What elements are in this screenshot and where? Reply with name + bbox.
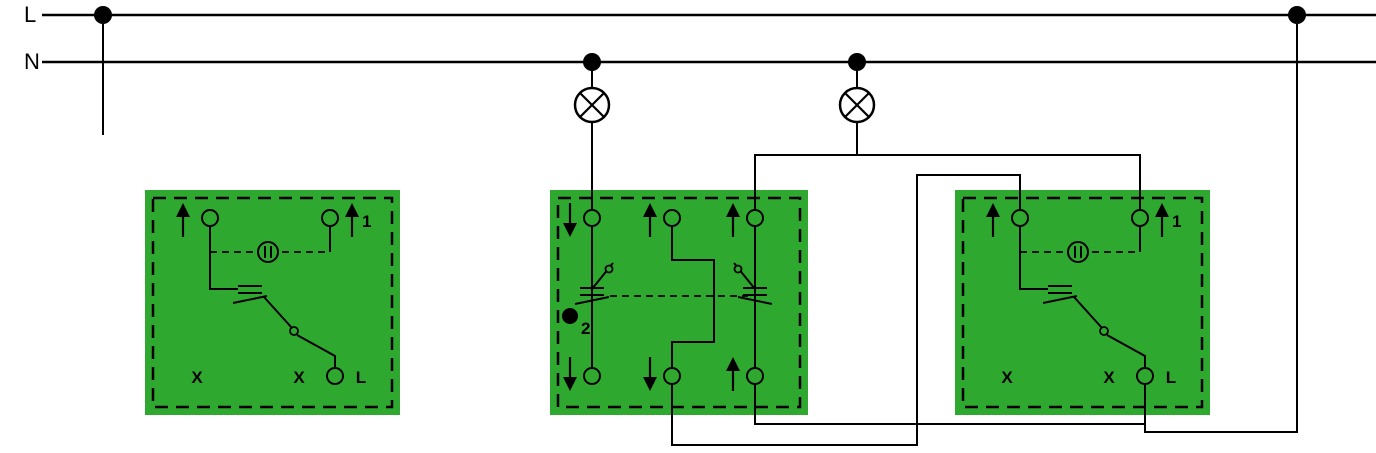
switch-arm xyxy=(263,296,293,329)
lamp-icon xyxy=(573,86,611,124)
lamp-icon xyxy=(838,86,876,124)
switch-box-right-fill xyxy=(955,190,1210,415)
terminal xyxy=(583,367,601,385)
terminal-label-1: 1 xyxy=(1172,212,1181,231)
switch-arm xyxy=(1073,296,1103,329)
switch-box-right-border xyxy=(961,196,1204,409)
terminal xyxy=(1011,209,1029,227)
contact-line xyxy=(737,296,773,305)
junction-dot xyxy=(94,6,112,24)
neutral-bus-label: N xyxy=(24,49,40,74)
pivot-point xyxy=(604,264,614,274)
terminal-label-l: L xyxy=(356,368,366,387)
switch-box-left: 1 X X L xyxy=(151,196,394,409)
contact-line xyxy=(1106,334,1146,368)
switch-mechanism-right xyxy=(1019,226,1146,368)
indicator-lamp-icon xyxy=(1067,241,1089,263)
terminal-label-x: X xyxy=(293,368,305,387)
junction-dots xyxy=(94,6,1306,71)
contact-line xyxy=(1042,295,1078,304)
position-label-2: 2 xyxy=(581,319,590,338)
terminal xyxy=(326,367,344,385)
contact-line xyxy=(671,226,715,368)
switch-mechanism-left xyxy=(209,226,336,368)
switch-box-left-border xyxy=(151,196,394,409)
indicator-lamp-icon xyxy=(257,241,279,263)
junction-dot xyxy=(583,53,601,71)
terminal xyxy=(201,209,219,227)
supply-bus xyxy=(42,13,1376,64)
contact-line xyxy=(209,226,238,290)
switch-box-middle: 2 xyxy=(556,196,802,409)
terminal xyxy=(1131,209,1149,227)
terminal-label-x: X xyxy=(1103,368,1115,387)
terminal-label-l: L xyxy=(1166,368,1176,387)
junction-dot xyxy=(848,53,866,71)
terminal xyxy=(746,367,764,385)
terminal-label-1: 1 xyxy=(362,212,371,231)
position-dot xyxy=(562,308,578,324)
live-bus-label: L xyxy=(24,2,36,27)
pivot-point xyxy=(733,264,743,274)
pivot-point xyxy=(289,326,299,336)
contact-line xyxy=(296,334,336,368)
terminal xyxy=(663,209,681,227)
terminal xyxy=(663,367,681,385)
wire-live-to-right-switch xyxy=(1144,15,1298,433)
wire-traveler-cross xyxy=(671,174,1021,446)
terminal-label-x: X xyxy=(1001,368,1013,387)
wire-middle-bottom-link xyxy=(754,376,1145,425)
pivot-point xyxy=(1099,326,1109,336)
switch-box-middle-border xyxy=(556,196,802,409)
terminal-label-x: X xyxy=(191,368,203,387)
switch-box-left-fill xyxy=(145,190,400,415)
terminal xyxy=(321,209,339,227)
wire-traveler-top xyxy=(754,154,1141,218)
terminal xyxy=(746,209,764,227)
terminal xyxy=(583,209,601,227)
terminal xyxy=(1136,367,1154,385)
contact-line xyxy=(574,296,610,305)
contact-line xyxy=(1019,226,1048,290)
junction-dot xyxy=(1288,6,1306,24)
wires xyxy=(102,15,1298,446)
switch-box-right: 1 X X L xyxy=(961,196,1204,409)
switch-mechanism-middle xyxy=(574,226,773,368)
contact-line xyxy=(232,295,268,304)
